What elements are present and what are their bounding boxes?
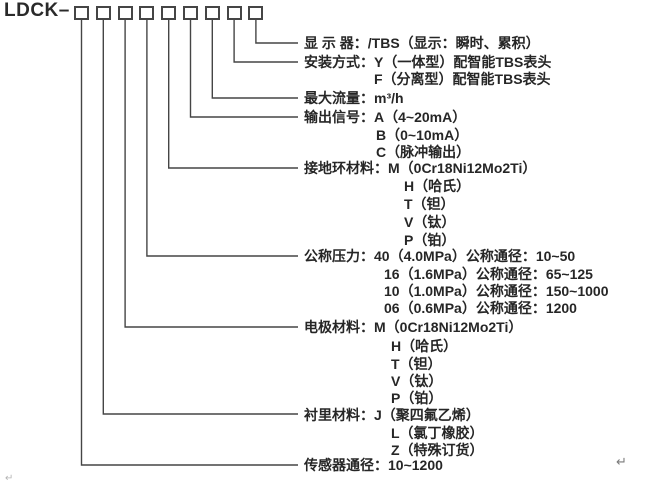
field-value: A（4~20mA） [374, 109, 467, 125]
mounting-row: 安装方式：Y（一体型）配智能TBS表头 [304, 55, 551, 69]
return-mark-icon: ↵ [616, 454, 627, 469]
field-option: L（氯丁橡胶） [391, 425, 484, 441]
field-option: Z（特殊订货） [391, 442, 484, 458]
field-value: m³/h [374, 90, 404, 106]
code-box-4 [139, 6, 155, 20]
field-option: 10（1.0MPa）公称通径：150~1000 [384, 283, 609, 299]
max-flow-row: 最大流量：m³/h [304, 91, 404, 105]
electrode-material-row: 电极材料：M（0Cr18Ni12Mo2Ti） [304, 320, 522, 334]
code-box-6 [183, 6, 198, 20]
field-option: C（脉冲输出） [376, 144, 471, 160]
connector-line [189, 20, 298, 118]
output-signal-row: 输出信号：A（4~20mA） [304, 110, 466, 124]
field-label: 接地环材料： [304, 160, 388, 176]
field-option: 16（1.6MPa）公称通径：65~125 [384, 266, 593, 282]
field-value: M（0Cr18Ni12Mo2Ti） [374, 319, 523, 335]
code-box-7 [204, 6, 220, 20]
code-box-3 [117, 6, 133, 20]
field-value: J（聚四氟乙烯） [374, 407, 480, 423]
connector-line [146, 20, 298, 257]
connector-line [233, 20, 298, 63]
field-option: V（钛） [404, 214, 456, 230]
field-label: 传感器通径： [304, 457, 388, 473]
connector-line [255, 20, 298, 44]
connector-line [102, 20, 298, 415]
connector-line [167, 20, 298, 169]
model-prefix: LDCK– [4, 0, 70, 21]
sensor-diameter-row: 传感器通径：10~1200 [304, 458, 443, 472]
code-box-8 [226, 6, 242, 20]
field-option: V（钛） [391, 373, 443, 389]
field-value: M（0Cr18Ni12Mo2Ti） [388, 160, 537, 176]
field-option: P（铂） [404, 232, 456, 248]
code-box-2 [95, 6, 111, 20]
code-box-1 [74, 6, 89, 20]
grounding-ring-material-row: 接地环材料：M（0Cr18Ni12Mo2Ti） [304, 161, 536, 175]
field-option: H（哈氏） [391, 338, 458, 354]
nominal-pressure-row: 公称压力：40（4.0MPa）公称通径：10~50 [304, 249, 575, 263]
field-option: 06（0.6MPa）公称通径：1200 [384, 300, 577, 316]
connector-line [80, 20, 298, 466]
field-label: 输出信号： [304, 109, 374, 125]
field-option: T（钽） [404, 196, 455, 212]
field-value: 40（4.0MPa）公称通径：10~50 [374, 248, 576, 264]
field-value: 10~1200 [388, 457, 443, 473]
field-value: /TBS（显示：瞬时、累积） [367, 35, 540, 51]
field-label: 安装方式： [304, 54, 374, 70]
lining-material-row: 衬里材料：J（聚四氟乙烯） [304, 408, 480, 422]
field-option: T（钽） [391, 356, 442, 372]
field-label: 衬里材料： [304, 407, 374, 423]
connector-line [211, 20, 298, 99]
code-box-5 [161, 6, 177, 20]
connector-line [124, 20, 298, 328]
field-option: P（铂） [391, 390, 443, 406]
code-box-9 [248, 6, 264, 20]
field-label: 显 示 器： [304, 35, 368, 51]
field-label: 最大流量： [304, 90, 374, 106]
field-option: F（分离型）配智能TBS表头 [374, 71, 551, 87]
field-option: H（哈氏） [404, 178, 471, 194]
field-label: 公称压力： [304, 248, 374, 264]
return-mark-icon: ↵ [5, 473, 14, 484]
field-option: B（0~10mA） [376, 127, 469, 143]
display-row: 显 示 器：/TBS（显示：瞬时、累积） [304, 36, 540, 50]
field-value: Y（一体型）配智能TBS表头 [374, 54, 552, 70]
field-label: 电极材料： [304, 319, 374, 335]
